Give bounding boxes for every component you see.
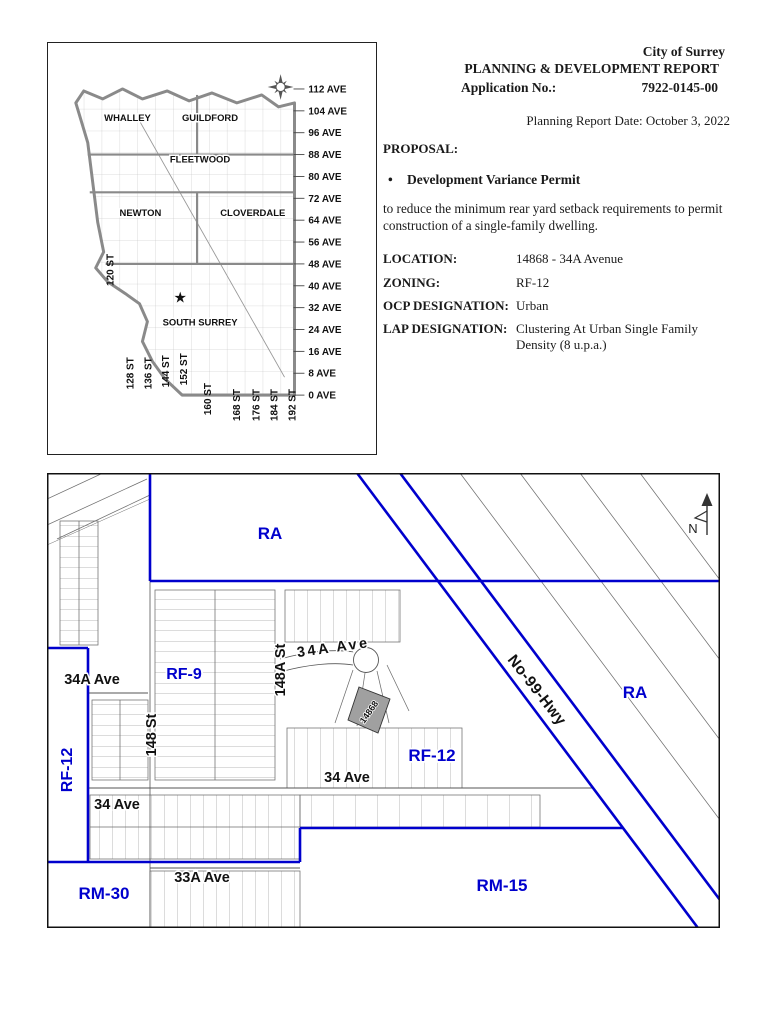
street-label: 136 ST: [143, 357, 154, 389]
detail-row-location: LOCATION: 14868 - 34A Avenue: [383, 248, 730, 271]
street-label: 152 ST: [179, 353, 190, 385]
avenue-ticks: [293, 88, 305, 396]
district-label-guildford: GUILDFORD: [182, 113, 238, 124]
detail-value: RF-12: [516, 274, 550, 290]
zone-label-rf9: RF-9: [166, 666, 202, 683]
road-label-148a-st: 148A St: [273, 644, 289, 697]
avenue-label: 32 AVE: [308, 303, 341, 314]
detail-label: LOCATION:: [383, 251, 458, 267]
north-label: N: [688, 521, 697, 536]
street-label: 176 ST: [252, 389, 263, 421]
street-label: 192 ST: [287, 389, 298, 421]
application-number: 7922-0145-00: [641, 79, 719, 95]
compass-rose-icon: [267, 74, 294, 100]
highway-99-line: [355, 473, 700, 928]
street-label: 120 ST: [106, 254, 117, 286]
detail-value: Clustering At Urban Single Family Densit…: [516, 321, 698, 353]
report-title: PLANNING & DEVELOPMENT REPORT: [464, 60, 719, 76]
avenue-label: 112 AVE: [308, 84, 346, 95]
district-label-fleetwood: FLEETWOOD: [170, 155, 230, 166]
detail-row-zoning: ZONING: RF-12: [383, 271, 730, 294]
application-label: Application No.:: [461, 79, 557, 95]
application-row: Application No.: 7922-0145-00: [383, 80, 730, 97]
zone-label-ra: RA: [258, 524, 283, 543]
proposal-item: • Development Variance Permit: [383, 172, 730, 189]
street-lines: [88, 581, 593, 928]
district-label-cloverdale: CLOVERDALE: [220, 208, 285, 219]
zone-label-rf12: RF-12: [408, 746, 455, 765]
zone-label-rm30: RM-30: [78, 884, 129, 903]
avenue-label: 64 AVE: [308, 216, 341, 227]
detail-row-lap: LAP DESIGNATION: Clustering At Urban Sin…: [383, 318, 730, 358]
district-label-south-surrey: SOUTH SURREY: [163, 318, 239, 329]
detail-label: ZONING:: [383, 274, 441, 290]
road-label-34-ave-west: 34 Ave: [94, 797, 140, 813]
road-label-34a-ave-west: 34A Ave: [64, 672, 120, 688]
city-name: City of Surrey: [642, 44, 725, 59]
proposal-description: to reduce the minimum rear yard setback …: [383, 201, 723, 234]
north-arrow-icon: N: [688, 493, 713, 536]
report-date: Planning Report Date: October 3, 2022: [526, 112, 730, 128]
city-outline: [74, 87, 296, 397]
cul-de-sac: [353, 647, 379, 673]
avenue-label: 0 AVE: [308, 391, 336, 402]
avenue-label: 48 AVE: [308, 259, 341, 270]
parcel-blocks: [47, 473, 720, 928]
zoning-map-svg: 14868 RA RA RF-9 RF-12 RF-12 RM-30 RM-15: [47, 473, 720, 928]
detail-label: OCP DESIGNATION:: [383, 297, 509, 313]
zoning-map: 14868 RA RA RF-9 RF-12 RF-12 RM-30 RM-15: [47, 473, 720, 928]
district-boundaries: [87, 94, 295, 265]
avenue-label: 104 AVE: [308, 106, 347, 117]
highway-99-label: No-99-Hwy: [504, 652, 569, 729]
street-label: 184 ST: [270, 389, 281, 421]
detail-label: LAP DESIGNATION:: [383, 321, 508, 337]
proposal-item-text: Development Variance Permit: [407, 172, 581, 188]
detail-value: Urban: [516, 297, 549, 313]
avenue-label: 88 AVE: [308, 150, 341, 161]
report-header: City of Surrey PLANNING & DEVELOPMENT RE…: [383, 44, 730, 357]
detail-row-ocp: OCP DESIGNATION: Urban: [383, 294, 730, 317]
detail-value: 14868 - 34A Avenue: [516, 251, 623, 267]
surrey-overview-map-svg: 112 AVE 104 AVE 96 AVE 88 AVE 80 AVE 72 …: [74, 74, 347, 421]
avenue-label: 72 AVE: [308, 194, 341, 205]
highway-99-line: [398, 473, 720, 901]
street-label: 128 ST: [125, 357, 136, 389]
avenue-label: 16 AVE: [308, 347, 341, 358]
subject-parcel: 14868: [347, 686, 391, 734]
zoning-map-border: [47, 473, 720, 928]
street-label: 168 ST: [232, 389, 243, 421]
proposal-heading: PROPOSAL:: [383, 140, 459, 156]
zone-label-rm15: RM-15: [476, 876, 527, 895]
zone-label-rf12: RF-12: [59, 748, 76, 793]
district-label-newton: NEWTON: [120, 208, 162, 219]
avenue-label: 80 AVE: [308, 172, 341, 183]
avenue-label: 56 AVE: [308, 238, 341, 249]
road-label-33a-ave: 33A Ave: [174, 870, 230, 886]
zone-boundaries: [47, 473, 720, 928]
avenue-label: 40 AVE: [308, 281, 341, 292]
details-table: LOCATION: 14868 - 34A Avenue ZONING: RF-…: [383, 248, 730, 357]
street-label: 144 ST: [161, 355, 172, 387]
street-label: 160 ST: [203, 383, 214, 415]
surrey-overview-map: 112 AVE 104 AVE 96 AVE 88 AVE 80 AVE 72 …: [47, 42, 377, 455]
district-label-whalley: WHALLEY: [104, 113, 151, 124]
road-label-34-ave-east: 34 Ave: [324, 770, 370, 786]
road-label-148-st: 148 St: [144, 713, 160, 756]
zone-label-ra: RA: [623, 683, 648, 702]
avenue-label: 24 AVE: [308, 325, 341, 336]
location-star-icon: ★: [174, 291, 187, 307]
avenue-label: 8 AVE: [308, 369, 336, 380]
bullet-icon: •: [388, 172, 393, 188]
avenue-label: 96 AVE: [308, 128, 341, 139]
